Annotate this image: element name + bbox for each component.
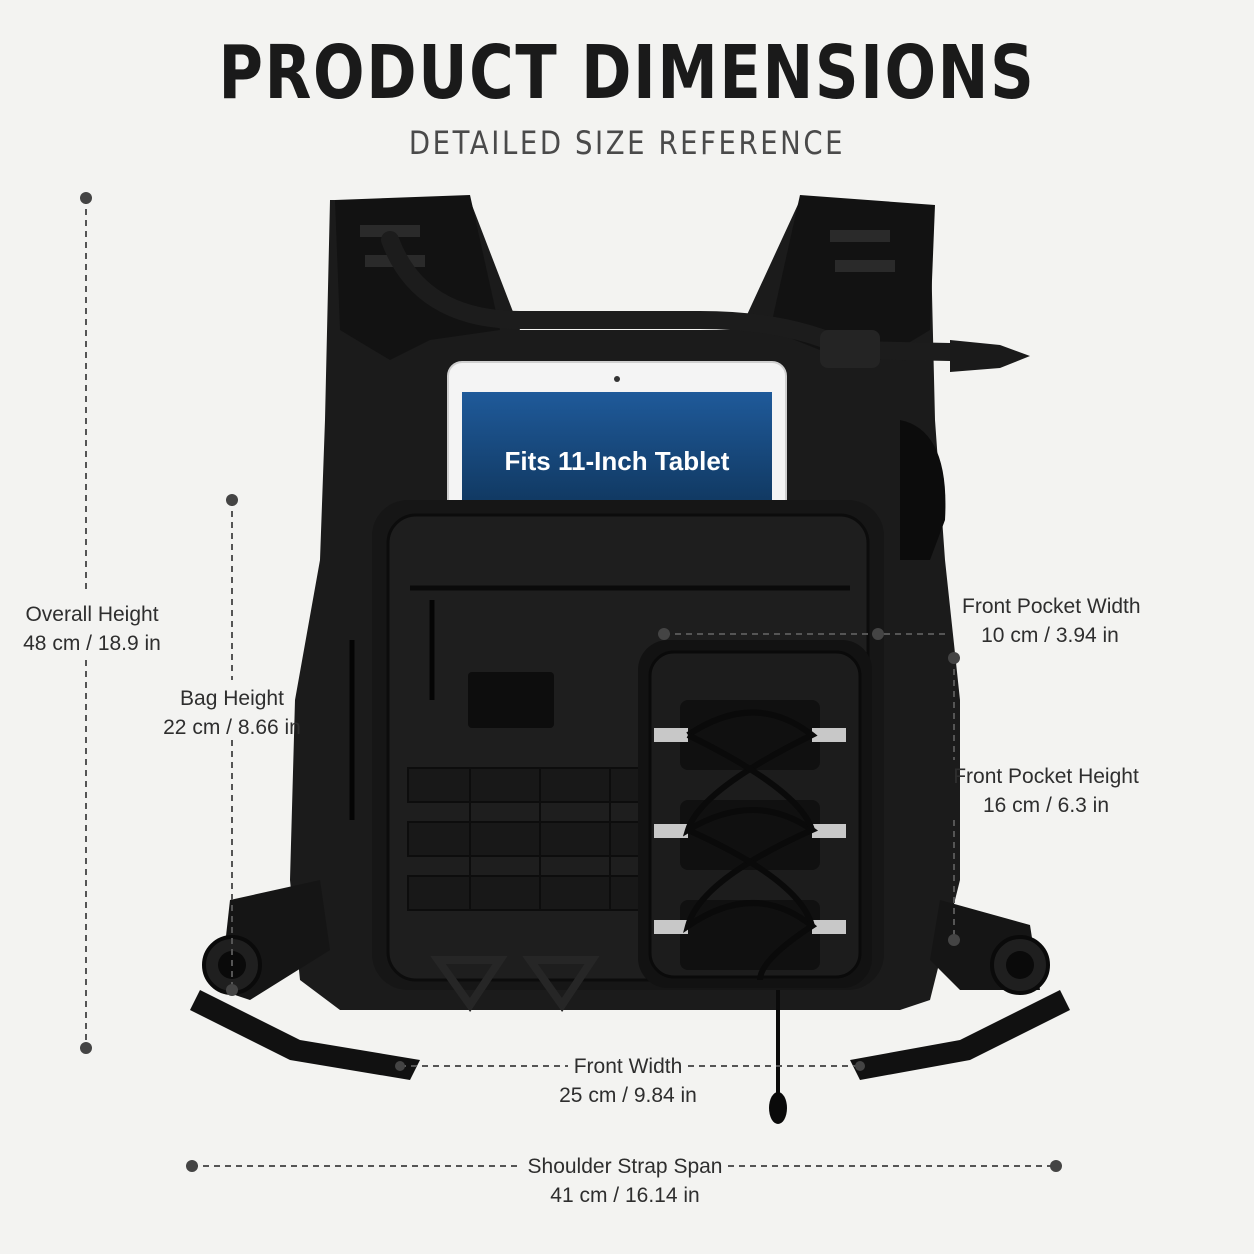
front-pocket-height-name: Front Pocket Height <box>953 765 1139 788</box>
shoulder-strap-span-value: 41 cm / 16.14 in <box>550 1184 700 1207</box>
tablet <box>447 361 787 523</box>
dimension-line-overall-height <box>80 192 92 1054</box>
left-buckle-strap <box>190 880 420 1080</box>
bag-height-value: 22 cm / 8.66 in <box>163 716 301 739</box>
bag-height-name: Bag Height <box>180 687 284 710</box>
dimension-line-front-width <box>395 1061 865 1071</box>
front-pocket-width-name: Front Pocket Width <box>962 595 1141 618</box>
right-buckle-strap <box>850 900 1070 1080</box>
front-pocket <box>638 640 872 1124</box>
front-width-name: Front Width <box>573 1055 683 1078</box>
overall-height-label: Overall Height 48 cm / 18.9 in <box>12 600 172 658</box>
overall-height-name: Overall Height <box>25 603 159 626</box>
dimension-line-bag-height <box>226 494 238 996</box>
dimension-line-shoulder-strap-span <box>186 1160 1062 1172</box>
shoulder-strap-span-label: Shoulder Strap Span 41 cm / 16.14 in <box>520 1152 730 1210</box>
front-pocket-height-label: Front Pocket Height 16 cm / 6.3 in <box>952 762 1140 820</box>
dimension-line-front-pocket-height <box>948 652 960 946</box>
front-width-value: 25 cm / 9.84 in <box>559 1084 697 1107</box>
front-pocket-width-label: Front Pocket Width 10 cm / 3.94 in <box>962 592 1141 650</box>
tablet-caption: Fits 11-Inch Tablet <box>504 446 730 476</box>
page-title: PRODUCT DIMENSIONS <box>218 30 1036 116</box>
front-pocket-width-value: 10 cm / 3.94 in <box>981 624 1119 647</box>
dimension-line-front-pocket-width <box>658 628 950 640</box>
bag-height-label: Bag Height 22 cm / 8.66 in <box>152 684 312 742</box>
hydration-tube <box>381 231 1030 372</box>
front-width-label: Front Width 25 cm / 9.84 in <box>548 1052 708 1110</box>
page-subtitle: DETAILED SIZE REFERENCE <box>408 124 846 162</box>
shoulder-strap-span-name: Shoulder Strap Span <box>527 1155 723 1178</box>
front-pocket-height-value: 16 cm / 6.3 in <box>982 794 1110 817</box>
overall-height-value: 48 cm / 18.9 in <box>23 632 161 655</box>
